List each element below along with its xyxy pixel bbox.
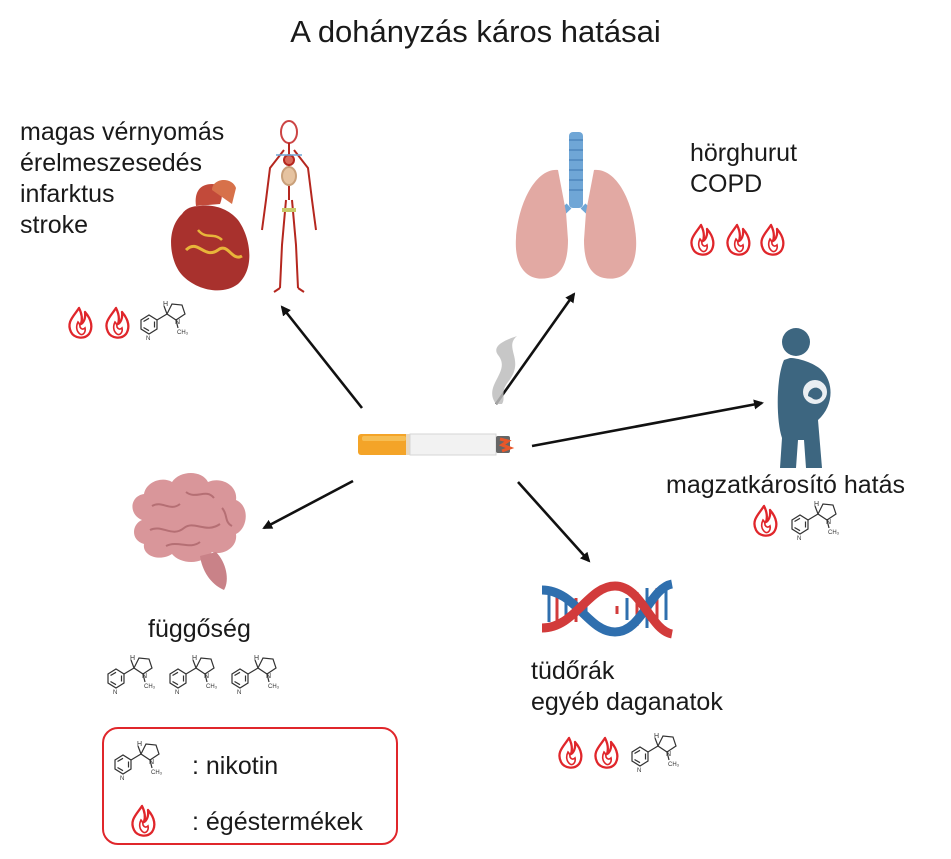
flame-icon — [726, 223, 751, 256]
nicotine-molecule-icon — [169, 654, 219, 697]
pregnant-woman-icon — [777, 328, 831, 468]
legend-nicotine-label: : nikotin — [192, 752, 279, 780]
effect-infarction: infarktus — [20, 180, 115, 208]
arrow-to-lungs — [494, 292, 576, 405]
flame-icon — [68, 306, 93, 339]
lung-effects-label: hörghurut COPD — [690, 138, 797, 200]
flame-icon — [558, 736, 583, 769]
effect-fetal-damage: magzatkárosító hatás — [666, 471, 906, 499]
effect-lung-cancer: tüdőrák — [531, 657, 615, 685]
diagram-title: A dohányzás káros hatásai — [290, 14, 661, 49]
legend-box — [102, 727, 398, 845]
nicotine-molecule-icon — [631, 732, 681, 775]
legend-flame-icon — [131, 804, 156, 837]
flame-icon — [594, 736, 619, 769]
arrow-to-pregnancy — [531, 399, 764, 448]
nicotine-molecule-icon — [140, 300, 190, 343]
lungs-icon — [515, 132, 637, 279]
flame-icon — [753, 504, 778, 537]
effect-high-blood-pressure: magas vérnyomás — [20, 118, 225, 146]
circulation-body-icon — [261, 120, 317, 293]
pregnancy-effects-label: magzatkárosító hatás — [666, 470, 905, 501]
effect-addiction: függőség — [148, 615, 251, 643]
dna-icon — [541, 579, 674, 639]
cancer-effects-label: tüdőrák egyéb daganatok — [531, 656, 723, 718]
effect-stroke: stroke — [20, 211, 89, 239]
effect-other-cancers: egyéb daganatok — [531, 688, 723, 716]
heart-icon — [171, 179, 250, 291]
arrow-to-brain — [262, 479, 354, 530]
arrows — [262, 292, 764, 563]
cigarette-icon — [358, 336, 517, 456]
flame-icon — [105, 306, 130, 339]
legend-nicotine-icon — [114, 740, 164, 783]
effect-bronchitis: hörghurut — [690, 139, 798, 167]
brain-effects-label: függőség — [148, 614, 251, 645]
arrow-to-cardio — [280, 305, 364, 409]
nicotine-molecule-icon — [231, 654, 281, 697]
nicotine-molecule-icon — [791, 500, 841, 543]
cardio-effects-label: magas vérnyomás érelmeszesedés infarktus… — [20, 117, 224, 241]
nicotine-molecule-icon — [107, 654, 157, 697]
effect-atherosclerosis: érelmeszesedés — [20, 149, 203, 177]
brain-icon — [132, 473, 246, 590]
arrow-to-cancer — [517, 481, 591, 563]
flame-icon — [760, 223, 785, 256]
effect-copd: COPD — [690, 170, 763, 198]
legend-combustion-label: : égéstermékek — [192, 808, 363, 836]
flame-icon — [690, 223, 715, 256]
